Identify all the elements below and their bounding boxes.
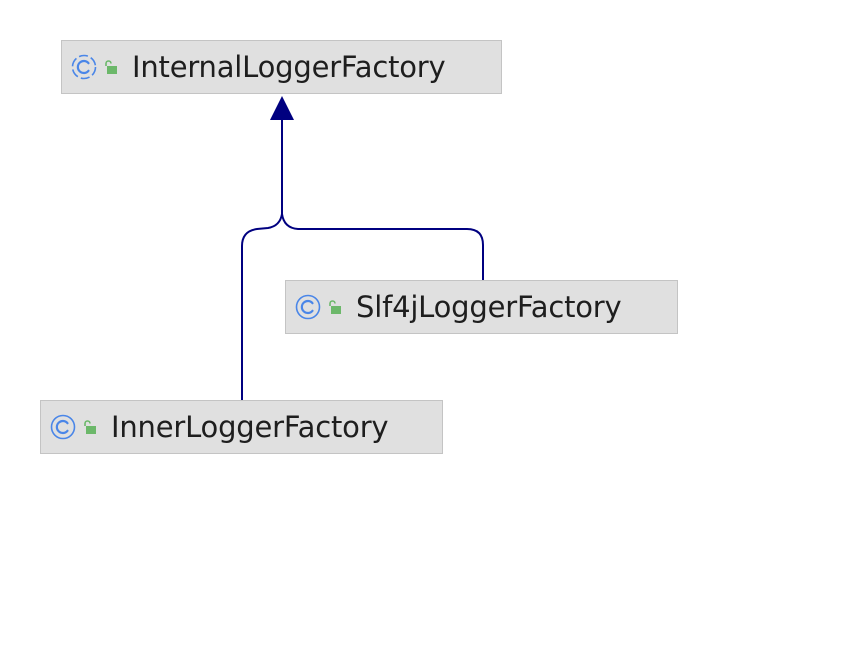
class-node-slf4j-logger-factory[interactable]: Slf4jLoggerFactory: [285, 280, 678, 334]
class-node-internal-logger-factory[interactable]: InternalLoggerFactory: [61, 40, 502, 94]
class-icon: [295, 294, 321, 320]
public-lock-icon: [84, 420, 96, 434]
class-icon: [50, 414, 76, 440]
edge-inner-to-internal: [241, 118, 283, 400]
class-node-inner-logger-factory[interactable]: InnerLoggerFactory: [40, 400, 443, 454]
class-name-label: Slf4jLoggerFactory: [356, 290, 622, 324]
edge-slf4j-to-internal: [281, 213, 484, 280]
class-name-label: InnerLoggerFactory: [111, 410, 389, 444]
class-icon: [71, 54, 97, 80]
public-lock-icon: [105, 60, 117, 74]
class-name-label: InternalLoggerFactory: [132, 50, 446, 84]
public-lock-icon: [329, 300, 341, 314]
inheritance-arrowhead: [270, 96, 294, 120]
